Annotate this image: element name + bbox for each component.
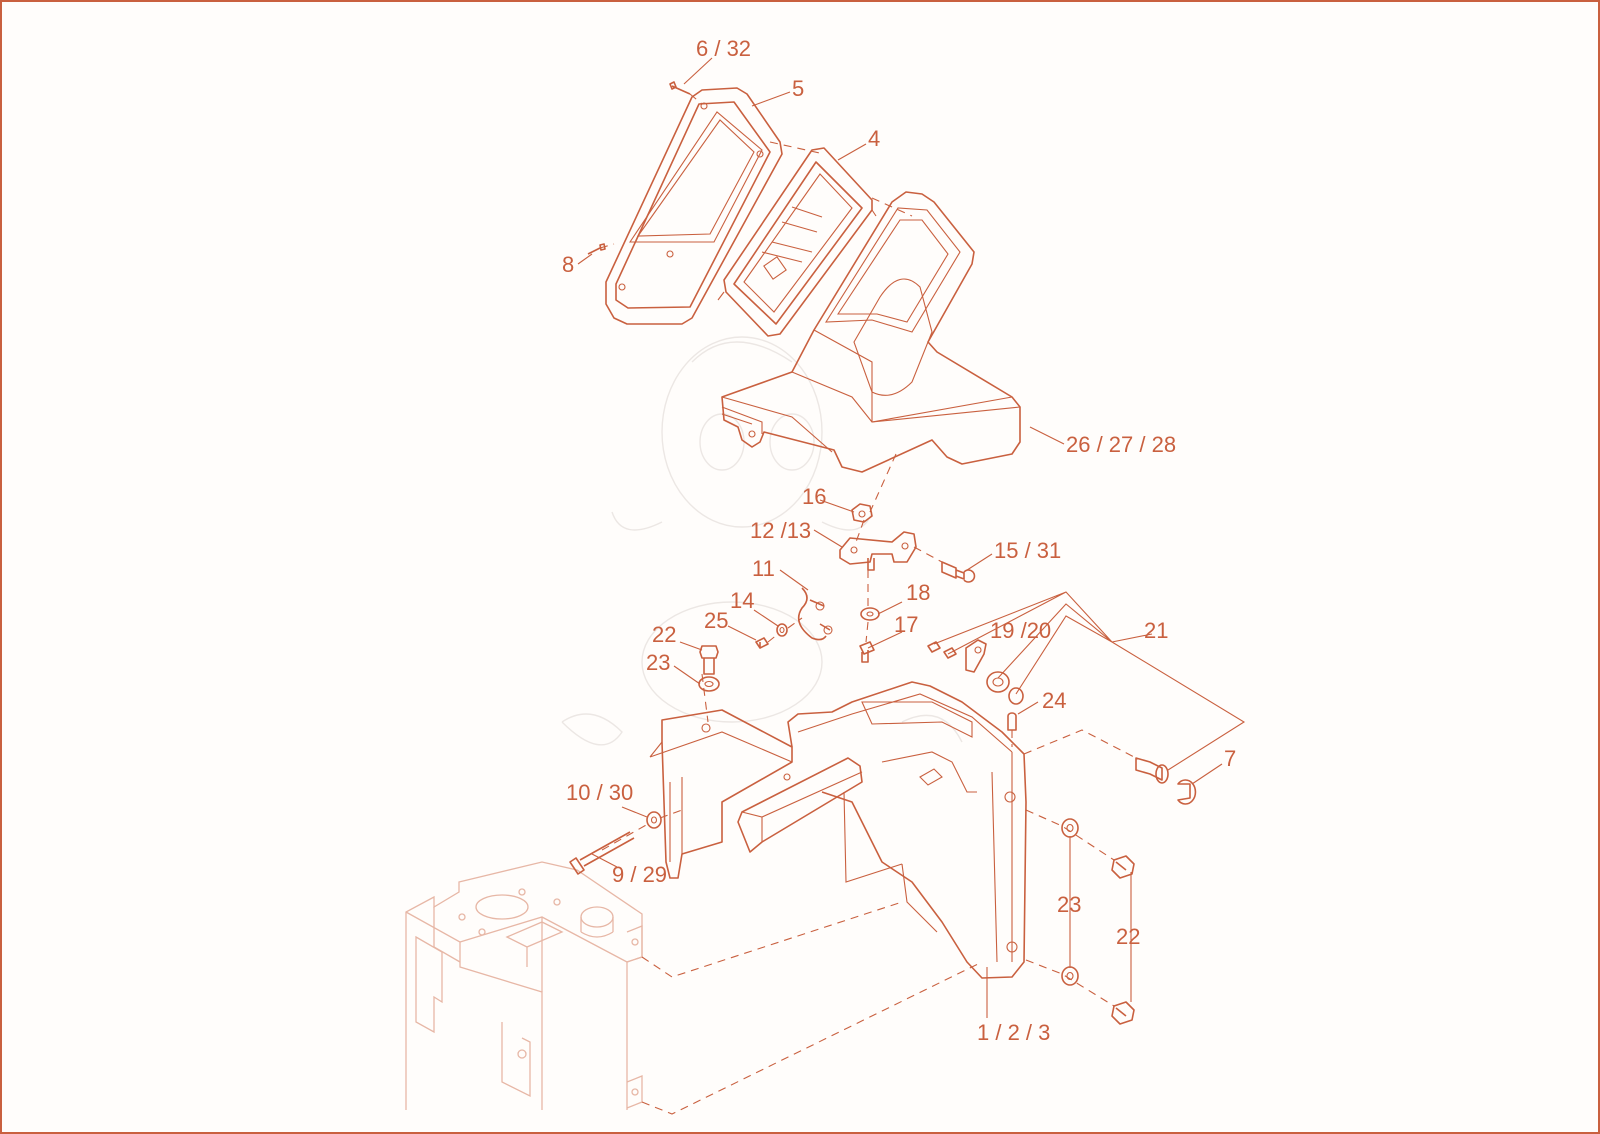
callout-23-right: 23 — [1057, 892, 1081, 917]
callout-26-27-28: 26 / 27 / 28 — [1066, 432, 1176, 457]
callout-23-top: 23 — [646, 650, 670, 675]
cover-shell-part-26-27-28 — [721, 191, 1021, 473]
callout-4: 4 — [868, 126, 880, 151]
callout-25: 25 — [704, 608, 728, 633]
callout-12-13: 12 /13 — [750, 518, 811, 543]
callout-labels: 6 / 32 5 4 8 26 / 27 / 28 16 12 /13 15 /… — [562, 36, 1236, 1045]
hardware-small-parts — [569, 81, 1197, 1025]
callout-11: 11 — [752, 556, 775, 581]
bezel-frame-part-5 — [605, 87, 783, 325]
callout-16: 16 — [802, 484, 826, 509]
assembly-guide-lines — [599, 93, 1137, 1115]
callout-8: 8 — [562, 252, 574, 277]
callout-18: 18 — [906, 580, 930, 605]
callout-22-right: 22 — [1116, 924, 1140, 949]
callout-15-31: 15 / 31 — [994, 538, 1061, 563]
callout-6-32: 6 / 32 — [696, 36, 751, 61]
support-bracket-part-1-2-3 — [649, 681, 1027, 979]
callout-14: 14 — [730, 588, 754, 613]
callout-21: 21 — [1144, 618, 1168, 643]
callout-7: 7 — [1224, 746, 1236, 771]
callout-24: 24 — [1042, 688, 1066, 713]
leader-lines — [577, 57, 1246, 1018]
callout-9-29: 9 / 29 — [612, 862, 667, 887]
lower-housing-column — [405, 861, 643, 1110]
watermark-mascot — [561, 336, 963, 746]
callout-19-20: 19 /20 — [990, 618, 1051, 643]
callout-1-2-3: 1 / 2 / 3 — [977, 1020, 1050, 1045]
callout-22-top: 22 — [652, 622, 676, 647]
display-module-part-4 — [717, 147, 877, 337]
callout-10-30: 10 / 30 — [566, 780, 633, 805]
callout-17: 17 — [894, 612, 918, 637]
callout-5: 5 — [792, 76, 804, 101]
